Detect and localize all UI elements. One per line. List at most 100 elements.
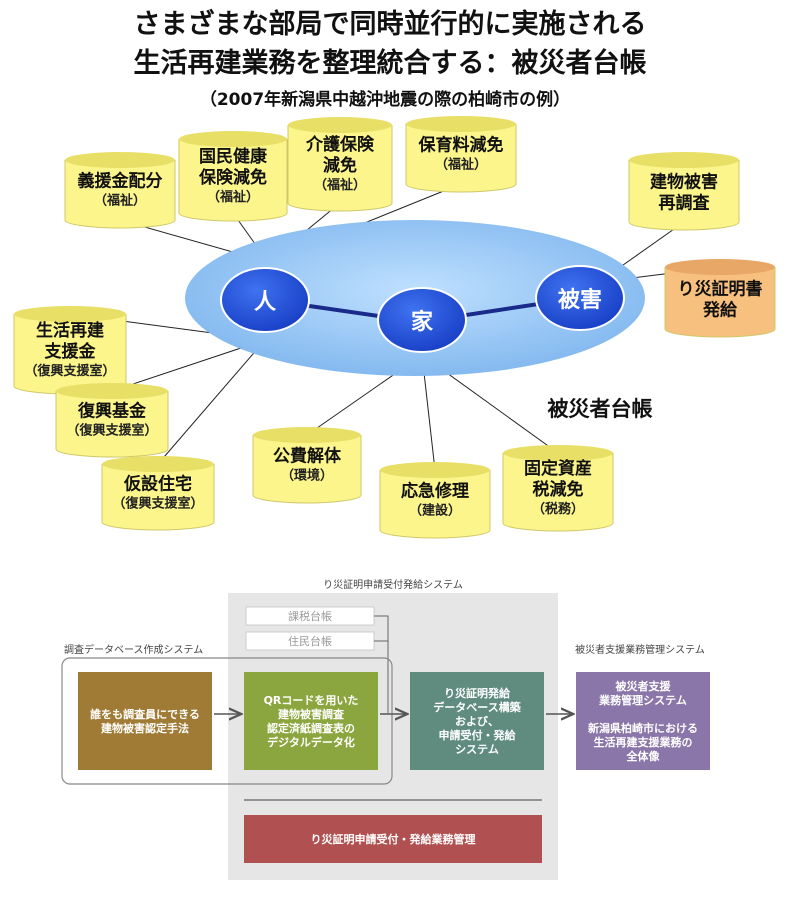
service-kasetsu-label: 仮設住宅	[123, 474, 192, 495]
support-box-line: 生活再建支援業務の	[594, 735, 693, 749]
service-risai-label: 発給	[702, 300, 738, 321]
service-kaigo-body	[287, 125, 393, 212]
service-kasetsu-top	[102, 456, 214, 472]
service-kaigo-label: 減免	[323, 155, 357, 176]
hub-house: 家	[377, 287, 467, 353]
title-line-1: さまざまな部局で同時並行的に実施される	[134, 8, 647, 40]
qr-box-line: 認定済紙調査表の	[267, 721, 355, 735]
service-fukko-top	[56, 383, 168, 399]
service-cylinders: 義援金配分（福祉）国民健康保険減免（福祉）介護保険減免（福祉）保育料減免（福祉）…	[13, 116, 776, 539]
service-seikatsu-dept: （復興支援室）	[24, 363, 115, 379]
service-saichousa-label: 建物被害	[650, 172, 718, 193]
connector-fukko	[111, 339, 266, 392]
service-kaitai-body	[252, 435, 362, 504]
service-kotei-dept: （税務）	[532, 501, 584, 517]
service-seikatsu-label: 支援金	[45, 341, 97, 362]
method-box	[78, 672, 212, 770]
qr-box-line: QRコードを用いた	[264, 694, 359, 707]
service-kaigo-dept: （福祉）	[314, 177, 366, 193]
service-kaigo-label: 介護保険	[305, 134, 375, 155]
service-kaitai: 公費解体（環境）	[252, 427, 362, 504]
service-seikatsu-label: 生活再建	[36, 320, 104, 341]
source-tax-ledger-label: 課税台帳	[288, 609, 332, 623]
service-oukyu-top	[380, 462, 490, 478]
service-fukko-dept: （復興支援室）	[66, 423, 157, 439]
database-box	[410, 672, 544, 770]
service-hoiku-label: 保育料減免	[418, 135, 504, 156]
service-kokuho-label: 保険減免	[198, 167, 267, 188]
database-box-line: り災証明発給	[444, 686, 511, 700]
service-kokuho-body	[178, 139, 288, 222]
service-risai-body	[664, 267, 776, 338]
service-kokuho-dept: （福祉）	[207, 189, 259, 205]
hub-person: 人	[220, 267, 310, 333]
support-box-line: 新潟県柏崎市における	[588, 721, 698, 735]
service-fukko-body	[55, 391, 169, 458]
title-line-2: 生活再建業務を整理統合する：被災者台帳	[134, 47, 647, 79]
source-resident-ledger: 住民台帳	[245, 631, 375, 651]
service-hoiku-body	[405, 124, 517, 193]
service-kotei-body	[502, 453, 614, 532]
service-risai-top	[665, 259, 775, 275]
service-oukyu-label: 応急修理	[401, 481, 469, 502]
database-box-line: データベース構築	[433, 700, 521, 714]
support-box-line: 被災者支援	[616, 679, 672, 693]
service-kasetsu-body	[101, 464, 215, 531]
service-saichousa-top	[629, 152, 739, 168]
service-kokuho-top	[179, 131, 287, 147]
service-gienkin-label: 義援金配分	[78, 171, 163, 192]
service-kasetsu-dept: （復興支援室）	[112, 496, 203, 512]
management-box	[244, 815, 542, 863]
service-saichousa-label: 再調査	[659, 193, 711, 214]
service-kotei-label: 税減免	[533, 479, 584, 500]
survey-system-outline	[61, 657, 393, 785]
method-box-line: 誰をも調査員にできる	[90, 707, 200, 721]
service-kaitai-label: 公費解体	[273, 446, 342, 467]
issuance-system-caption: り災証明申請受付発給システム	[323, 578, 463, 591]
connector-kasetsu	[157, 339, 266, 465]
service-oukyu-dept: （建設）	[409, 503, 461, 519]
source-resident-ledger-label: 住民台帳	[288, 634, 332, 648]
survey-system-caption: 調査データベース作成システム	[64, 643, 203, 656]
service-oukyu-body	[379, 470, 491, 539]
hub-damage-label: 被害	[558, 287, 602, 313]
method-box-line: 建物被害認定手法	[101, 721, 189, 735]
hub-damage: 被害	[535, 265, 625, 331]
service-fukko-label: 復興基金	[77, 401, 147, 422]
subtitle: （2007年新潟県中越沖地震の際の柏崎市の例）	[200, 89, 570, 110]
service-kotei-top	[503, 445, 613, 461]
service-gienkin-dept: （福祉）	[94, 193, 146, 209]
service-fukko: 復興基金（復興支援室）	[55, 383, 169, 458]
service-risai-label: り災証明書	[678, 279, 763, 300]
support-box	[576, 672, 710, 770]
qr-box	[244, 672, 378, 770]
support-box-line: 全体像	[626, 749, 661, 763]
source-tax-ledger: 課税台帳	[245, 606, 375, 626]
service-kokuho-label: 国民健康	[199, 146, 268, 167]
support-box-line: 業務管理システム	[598, 693, 687, 707]
service-gienkin: 義援金配分（福祉）	[64, 152, 176, 229]
qr-box-line: 建物被害調査	[278, 707, 344, 721]
source-connector	[374, 615, 389, 713]
service-hoiku-dept: （福祉）	[435, 157, 487, 173]
database-box-line: 申請受付・発給	[439, 728, 517, 742]
service-kotei-label: 固定資産	[524, 458, 592, 479]
service-hoiku: 保育料減免（福祉）	[405, 116, 517, 193]
database-box-line: システム	[455, 743, 499, 756]
qr-box-line: デジタルデータ化	[267, 735, 355, 749]
service-gienkin-body	[64, 160, 176, 229]
service-hoiku-top	[406, 116, 516, 132]
service-gienkin-top	[65, 152, 175, 168]
ledger-label: 被災者台帳	[548, 397, 653, 421]
hub-person-label: 人	[254, 290, 276, 315]
service-kaitai-dept: （環境）	[281, 468, 333, 484]
support-system-caption: 被災者支援業務管理システム	[575, 643, 705, 656]
database-box-line: および、	[455, 714, 499, 728]
service-kaigo-top	[288, 117, 392, 133]
